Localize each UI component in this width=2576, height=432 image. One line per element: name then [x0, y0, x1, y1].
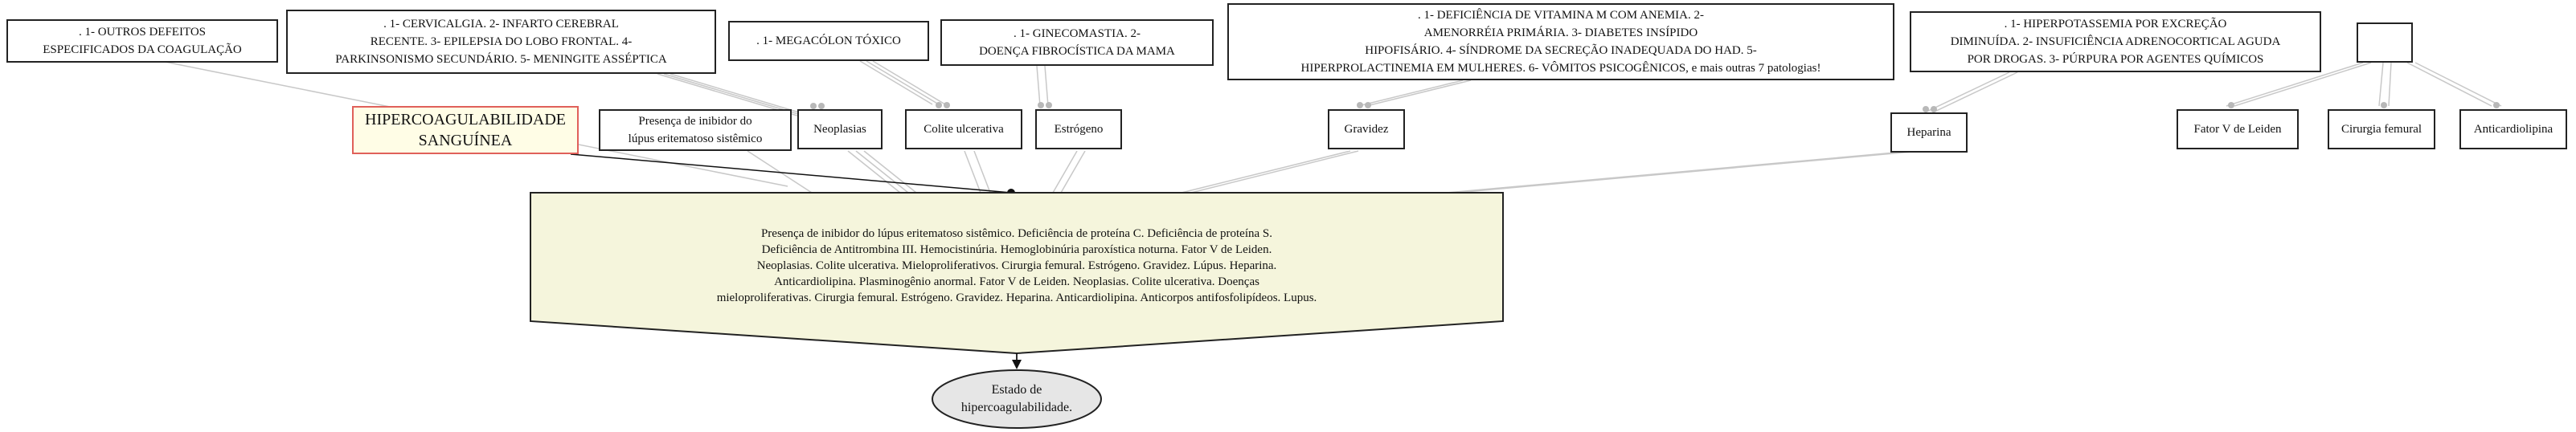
note-blank — [2357, 22, 2413, 63]
edge-dot — [1357, 102, 1363, 108]
edge-dot — [1923, 106, 1929, 112]
edge-note-heparina-a — [1924, 71, 2010, 113]
cause-colite: Colite ulcerativa — [905, 109, 1022, 149]
note-neoplasias: . 1- CERVICALGIA. 2- INFARTO CEREBRAL RE… — [286, 10, 716, 74]
edge-colite-summary-b — [973, 150, 991, 194]
edge-blank-cirurgia-a — [2378, 62, 2384, 107]
edge-dot — [1038, 102, 1044, 108]
edge-title-summary — [570, 153, 1012, 194]
edge-summary-outcome-arrow — [1012, 360, 1022, 369]
edge-note-gravidez-a — [1358, 79, 1464, 107]
edge-note-colite-c — [872, 60, 946, 105]
outcome-text: Estado de hipercoagulabilidade. — [960, 383, 1073, 414]
edge-note-neoplasias-c — [670, 73, 821, 120]
edge-dot — [2228, 102, 2234, 108]
summary-shape — [530, 192, 1504, 355]
edge-dot — [2493, 102, 2500, 108]
edge-blank-leiden-a — [2226, 62, 2364, 107]
cause-anticardio: Anticardiolipina — [2459, 109, 2567, 149]
cause-cirurgia: Cirurgia femural — [2328, 109, 2435, 149]
summary-text: Presença de inibidor do lúpus eritematos… — [716, 227, 1317, 304]
edge-blank-leiden-b — [2234, 62, 2372, 107]
edge-dot — [1931, 106, 1937, 112]
edge-lupus-summary — [747, 150, 813, 194]
title-node: HIPERCOAGULABILIDADE SANGUÍNEA — [352, 106, 579, 154]
cause-lupus: Presença de inibidor do lúpus eritematos… — [599, 109, 792, 151]
edge-dot — [818, 103, 825, 109]
edge-neoplasias-summary-b — [855, 150, 909, 194]
edge-colite-summary-a — [964, 150, 981, 194]
cause-estrogeno: Estrógeno — [1035, 109, 1122, 149]
edge-dot — [2381, 102, 2387, 108]
note-colite: . 1- MEGACÓLON TÓXICO — [728, 21, 929, 61]
edge-dot — [1365, 102, 1371, 108]
edges — [160, 60, 2502, 194]
outcome-shape — [932, 369, 1102, 429]
edge-blank-anticardio-b — [2414, 62, 2502, 107]
edge-heparina-summary-b — [1456, 150, 1922, 194]
cause-leiden: Fator V de Leiden — [2177, 109, 2299, 149]
cause-heparina: Heparina — [1890, 112, 1968, 153]
edge-estrogeno-summary-a — [1052, 150, 1078, 194]
edge-dot — [1046, 102, 1052, 108]
edge-dot — [810, 103, 817, 109]
edge-note-estrogeno-a — [1036, 65, 1041, 107]
note-gravidez: . 1- DEFICIÊNCIA DE VITAMINA M COM ANEMI… — [1227, 3, 1894, 80]
edge-gravidez-summary-b — [1190, 150, 1359, 194]
edge-heparina-summary-a — [1446, 150, 1914, 194]
note-estrogeno: . 1- GINECOMASTIA. 2- DOENÇA FIBROCÍSTIC… — [940, 19, 1214, 66]
cause-gravidez: Gravidez — [1328, 109, 1405, 149]
edge-blank-anticardio-a — [2406, 62, 2492, 107]
edge-gravidez-summary-a — [1181, 150, 1351, 194]
note-coagulacao: . 1- OUTROS DEFEITOS ESPECIFICADOS DA CO… — [6, 19, 278, 63]
edge-note-colite-a — [859, 60, 933, 105]
edge-note-heparina-b — [1932, 71, 2018, 113]
edge-dot — [944, 102, 950, 108]
edge-estrogeno-summary-b — [1060, 150, 1086, 194]
edge-dot — [936, 102, 942, 108]
edge-neoplasias-summary-c — [863, 150, 917, 194]
edge-neoplasias-summary-a — [847, 150, 901, 194]
edge-blank-cirurgia-b — [2388, 62, 2392, 107]
cause-neoplasias: Neoplasias — [797, 109, 883, 149]
note-heparina: . 1- HIPERPOTASSEMIA POR EXCREÇÃO DIMINU… — [1910, 11, 2321, 72]
edge-note-colite-b — [866, 60, 940, 105]
edge-note-gravidez-b — [1366, 79, 1472, 107]
edge-note-estrogeno-b — [1044, 65, 1049, 107]
edge-endpoints — [810, 102, 2500, 112]
